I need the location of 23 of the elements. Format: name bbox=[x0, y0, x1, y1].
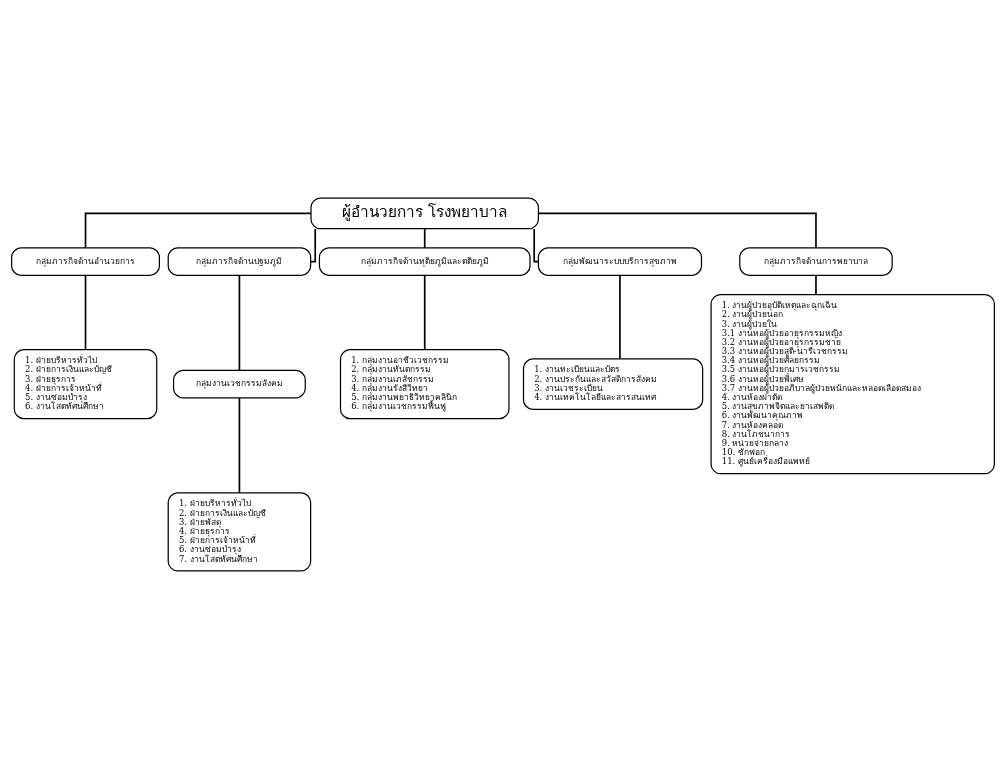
connector bbox=[619, 274, 621, 360]
node-box: 1. ฝ่ายบริหารทั่วไป 2. ฝ่ายการเงินและบัญชี 3. ฝ่ายธุรการ 4. ฝ่ายการเจ้าหน้าที่ 5. งานซ่อมบำรุง 6. งานโสตทัศนศึกษา bbox=[13, 349, 158, 420]
node-box: กลุ่มภารกิจด้านอำนวยการ bbox=[11, 247, 161, 276]
node-box: 1. กลุ่มงานอาชีวเวชกรรม 2. กลุ่มงานทันตกรรม 3. กลุ่มงานเภสัชกรรม 4. กลุ่มงานรังสีวิทยา 5. กลุ่มงานพยาธิวิทยาคลินิก 6. กลุ่มงานเวชกรรมฟื้นฟู bbox=[339, 349, 510, 420]
connector bbox=[84, 212, 312, 249]
connector bbox=[423, 228, 426, 249]
connector bbox=[537, 212, 817, 249]
connector bbox=[533, 228, 540, 263]
node-box: กลุ่มงานเวชกรรมสังคม bbox=[172, 369, 306, 399]
node-box: กลุ่มภารกิจด้านการพยาบาล bbox=[739, 247, 893, 276]
connector bbox=[238, 274, 241, 371]
connector bbox=[238, 397, 241, 494]
node-box: 1. งานผู้ป่วยอุบัติเหตุและฉุกเฉิน 2. งานผู้ป่วยนอก 3. งานผู้ป่วยใน 3.1 งานหอผู้ป่วยอายุรกรรมหญิง 3.2 งานหอผู้ป่วยอายุรกรรมชาย 3.3 งานหอผู้ป่วยสูติ-นารีเวชกรรม 3.4 งานหอผู้ป่วยศัลยกรรม 3.5 งานหอผู้ป่วยกุมารเวชกรรม 3.6 งานหอผู้ป่วยพิเศษ 3.7 งานหอผู้ป่วยอภิบาลผู้ป่วยหนักและหลอดเลือดสมอง 4. งานห้องผ่าตัด 5. งานสุขภาพจิตและยาเสพติด 6. งานพัฒนาคุณภาพ 7. งานห้องคลอด 8. งานโภชนาการ 9. หน่วยจ่ายกลาง 10. ซักฟอก 11. ศูนย์เครื่องมือแพทย์ bbox=[710, 293, 995, 475]
node-box: ผู้อำนวยการ โรงพยาบาล bbox=[310, 197, 540, 230]
node-box: กลุ่มภารกิจด้านปฐมภูมิ bbox=[167, 247, 312, 276]
connector bbox=[423, 274, 426, 351]
node-box: กลุ่มภารกิจด้านทุติยภูมิและตติยภูมิ bbox=[318, 247, 531, 276]
connector bbox=[815, 274, 817, 296]
connector bbox=[84, 274, 87, 351]
node-box: 1. ฝ่ายบริหารทั่วไป 2. ฝ่ายการเงินและบัญชี 3. ฝ่ายพัสดุ 4. ฝ่ายธุรการ 5. ฝ่ายการเจ้าหน้าที่ 6. งานซ่อมบำรุง 7. งานโสตทัศนศึกษา bbox=[167, 492, 312, 572]
node-box: กลุ่มพัฒนาระบบบริการสุขภาพ bbox=[537, 247, 703, 276]
node-box: 1. งานทะเบียนและบัตร 2. งานประกันและสวัสดิการสังคม 3. งานเวชระเบียน 4. งานเทคโนโลยีและสารสนเทศ bbox=[522, 358, 704, 410]
connector bbox=[309, 228, 317, 263]
